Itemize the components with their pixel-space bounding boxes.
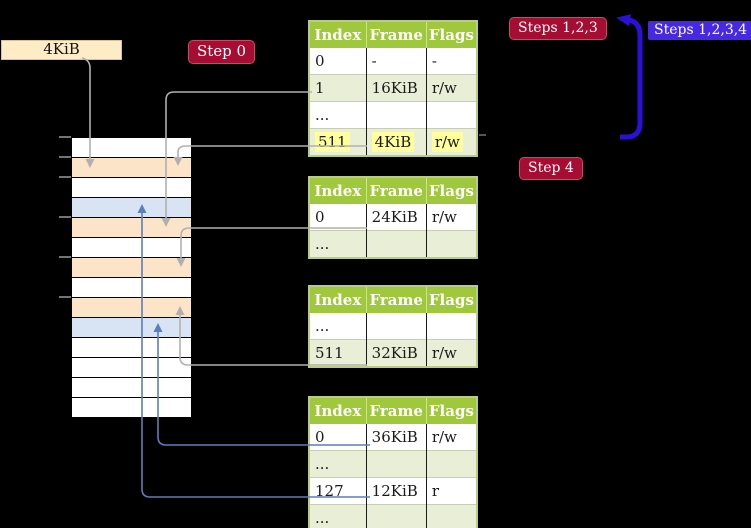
column-header-frame: Frame	[365, 286, 427, 313]
table-cell	[365, 504, 427, 528]
column-header-frame: Frame	[365, 21, 427, 48]
column-header-index: Index	[309, 397, 367, 424]
table-cell: r/w	[425, 424, 477, 451]
column-header-flags: Flags	[425, 21, 477, 48]
table-cell: ...	[315, 317, 330, 335]
table-cell: 127	[309, 477, 367, 505]
table-cell: ...	[309, 230, 367, 258]
table-cell: ...	[309, 101, 367, 129]
table-cell	[365, 230, 427, 258]
table-cell: 0	[315, 208, 325, 226]
memory-row-12-white	[72, 378, 191, 398]
table-cell: -	[365, 48, 427, 75]
memory-row-2-white	[72, 178, 191, 198]
table-cell: r/w	[425, 339, 477, 367]
table-cell: r/w	[425, 128, 477, 156]
memory-row-4-peach	[72, 218, 191, 238]
physical-memory-column	[71, 137, 192, 418]
table-cell: r/w	[425, 74, 477, 102]
highlighted-value: 4KiB	[371, 132, 415, 152]
table-cell: 12KiB	[365, 477, 427, 505]
memory-row-0-white	[72, 138, 191, 158]
memory-address-ticks	[59, 136, 71, 298]
memory-row-8-peach	[72, 298, 191, 318]
table-cell: r/w	[425, 204, 477, 231]
table-cell: 0	[315, 52, 325, 70]
table-row: ...	[309, 101, 477, 129]
badge-steps-1-2-3: Steps 1,2,3	[509, 17, 607, 40]
column-header-index: Index	[309, 286, 367, 313]
memory-row-1-peach	[72, 158, 191, 178]
badge-step-4: Step 4	[519, 157, 583, 180]
highlighted-value: 511	[315, 132, 350, 152]
frame-size-label: 4KiB	[1, 40, 122, 60]
memory-row-10-white	[72, 338, 191, 358]
table-cell	[425, 313, 477, 340]
table-cell: 32KiB	[365, 339, 427, 367]
table-cell	[425, 450, 477, 478]
memory-row-3-blue	[72, 198, 191, 218]
table-cell	[365, 450, 427, 478]
table-cell: 1	[309, 74, 367, 102]
table-cell: ...	[309, 504, 367, 528]
badge-step-0: Step 0	[188, 40, 256, 64]
table-cell	[365, 313, 427, 340]
table-cell	[425, 101, 477, 129]
table-cell: -	[425, 48, 477, 75]
memory-row-7-white	[72, 278, 191, 298]
table-cell: 4KiB	[365, 128, 427, 156]
column-header-flags: Flags	[425, 397, 477, 424]
column-header-index: Index	[309, 21, 367, 48]
table-cell: 16KiB	[365, 74, 427, 102]
table-row: ...	[309, 313, 477, 340]
table-cell: 24KiB	[365, 204, 427, 231]
memory-row-11-white	[72, 358, 191, 378]
table-row: ...	[309, 230, 477, 258]
column-header-frame: Frame	[365, 177, 427, 204]
table-cell: 36KiB	[365, 424, 427, 451]
memory-row-6-peach	[72, 258, 191, 278]
column-header-frame: Frame	[365, 397, 427, 424]
highlighted-value: r/w	[431, 132, 463, 152]
table-cell: r	[425, 477, 477, 505]
column-header-flags: Flags	[425, 286, 477, 313]
table-cell	[365, 101, 427, 129]
table-cell: 511	[309, 339, 367, 367]
memory-row-5-white	[72, 238, 191, 258]
loop-back-arrow	[616, 14, 643, 140]
badge-steps-1-2-3-4: Steps 1,2,3,4	[648, 21, 751, 40]
table-row: ...	[309, 504, 477, 528]
column-header-index: Index	[309, 177, 367, 204]
table-row: 511 4KiB r/w	[309, 128, 477, 156]
table-cell: 511	[309, 128, 367, 156]
table-cell	[425, 504, 477, 528]
memory-row-13-white	[72, 398, 191, 417]
table-cell: 0	[315, 428, 325, 446]
column-header-flags: Flags	[425, 177, 477, 204]
memory-row-9-blue	[72, 318, 191, 338]
table-row: ...	[309, 450, 477, 478]
table-cell	[425, 230, 477, 258]
table-row: 0 --	[309, 48, 477, 75]
table-cell: ...	[309, 450, 367, 478]
